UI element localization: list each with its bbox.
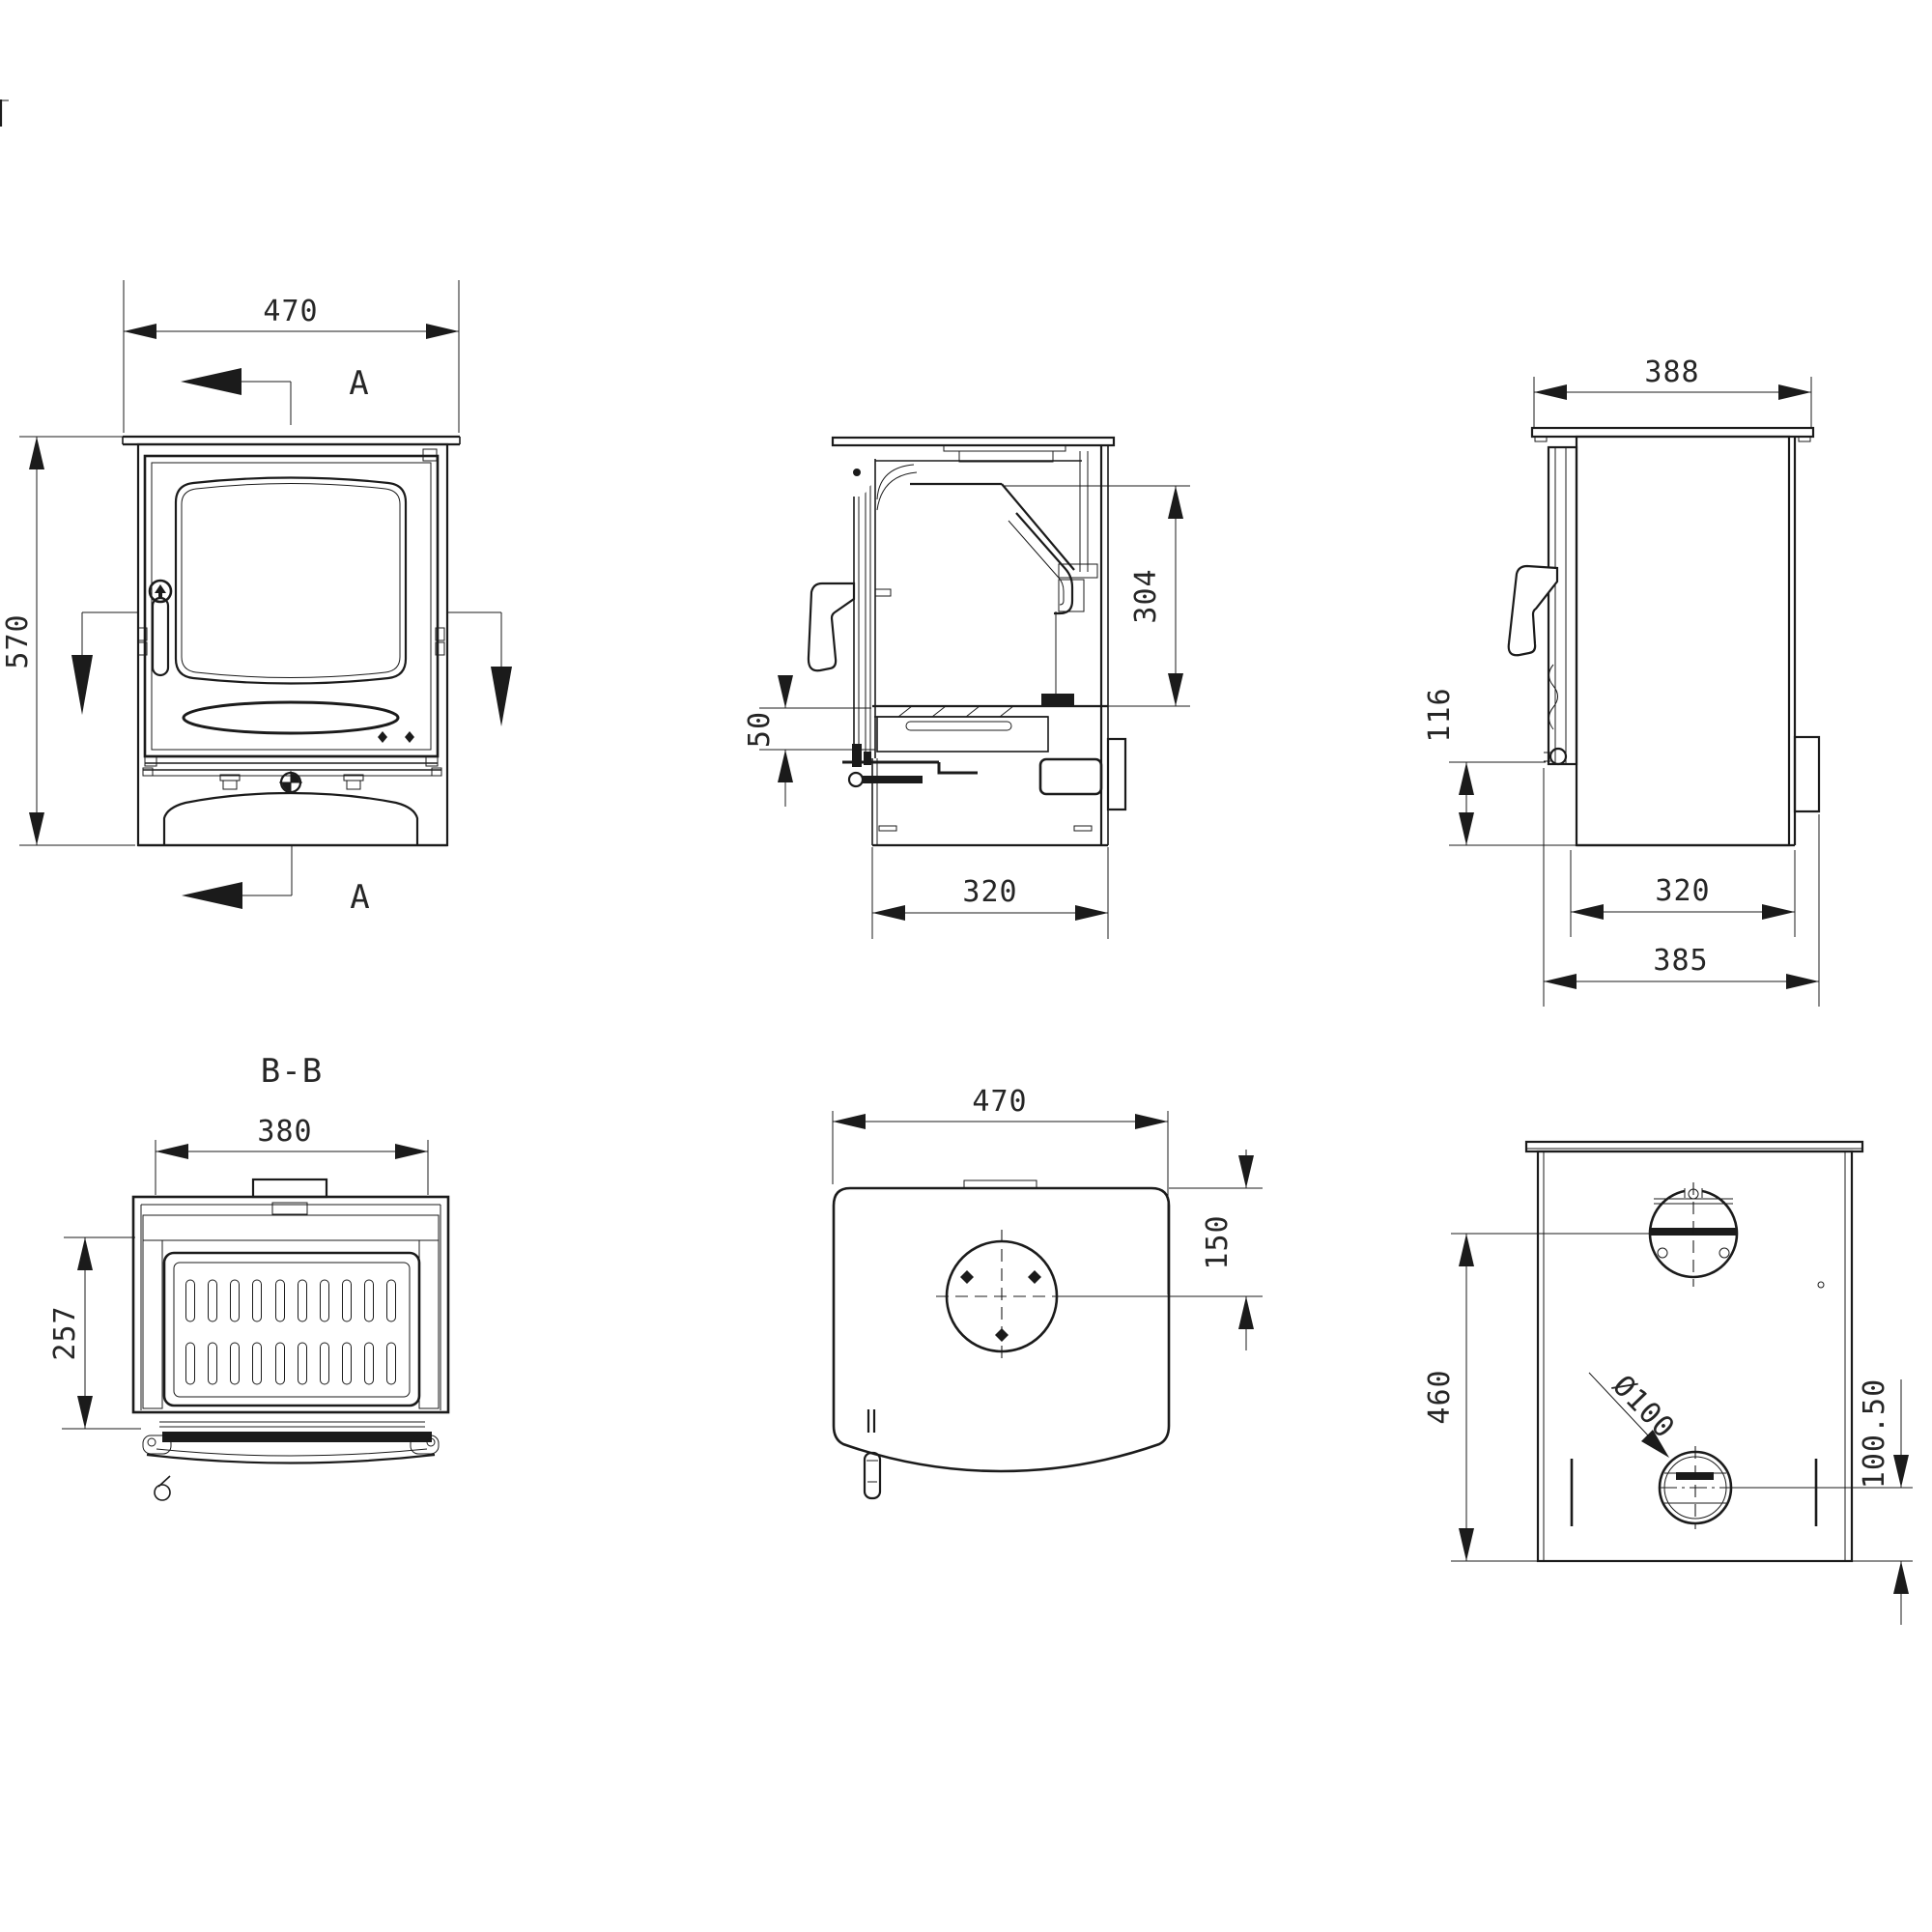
section-b-marker-right xyxy=(447,611,512,726)
dim-rear-inlet-height: 100.50 xyxy=(1731,1378,1913,1625)
front-view: 470 A A 570 xyxy=(1,280,512,917)
side-body xyxy=(1575,435,1791,847)
section-a-label-bottom: A xyxy=(350,878,370,917)
section-a-view: 304 50 320 xyxy=(743,436,1190,939)
section-b-view: B-B 380 xyxy=(48,1052,450,1501)
dim-side-body-depth: 320 xyxy=(1570,850,1796,937)
ash-pan xyxy=(876,716,1049,753)
grate-slots-row1 xyxy=(185,1279,396,1322)
rear-flue-knockout xyxy=(1648,1182,1739,1287)
air-inlet-diameter-label: Ø100 xyxy=(1605,1369,1681,1445)
dim-section-base-width: 320 xyxy=(871,847,1109,939)
sheet-border-artifact xyxy=(0,99,9,127)
top-body-outline xyxy=(832,1186,1171,1473)
firebox-section xyxy=(875,451,1098,706)
bb-front-sill xyxy=(142,1421,440,1464)
front-base xyxy=(138,771,447,847)
dim-front-height: 570 xyxy=(1,436,135,846)
section-b-title: B-B xyxy=(261,1052,323,1091)
side-top-plate xyxy=(1530,426,1815,439)
top-handle xyxy=(863,1409,882,1500)
dim-front-width: 470 xyxy=(123,280,460,433)
bb-grate xyxy=(162,1251,421,1407)
side-body-depth-label: 320 xyxy=(1655,874,1710,908)
plinth-curve xyxy=(162,791,419,845)
top-width-label: 470 xyxy=(972,1085,1027,1119)
firebox-height-label: 304 xyxy=(1129,568,1163,623)
section-a-marker-top: A xyxy=(181,364,369,425)
riddling-lever xyxy=(842,760,978,788)
door-rivets xyxy=(378,731,414,743)
dim-grate-gap: 50 xyxy=(743,675,875,807)
flue-offset-label: 150 xyxy=(1201,1214,1235,1269)
bb-detail-mark xyxy=(154,1475,171,1501)
dim-rear-flue-height: 460 xyxy=(1423,1233,1650,1562)
bb-depth-label: 257 xyxy=(48,1305,82,1360)
front-width-label: 470 xyxy=(263,295,318,328)
dim-bb-width: 380 xyxy=(155,1115,429,1195)
side-top-depth-label: 388 xyxy=(1644,355,1699,389)
bb-width-label: 380 xyxy=(257,1115,312,1149)
bb-side-brick-left xyxy=(142,1239,163,1409)
door-bottom-knob xyxy=(1548,747,1568,766)
flue-blanking-plate xyxy=(958,450,1054,463)
front-body xyxy=(136,442,449,847)
center-bolt-icon xyxy=(279,771,302,794)
side-overall-depth-label: 385 xyxy=(1653,944,1708,978)
bb-body xyxy=(131,1195,450,1414)
dim-side-top-depth: 388 xyxy=(1533,355,1812,428)
rear-air-box xyxy=(1038,757,1103,796)
door-handle-section xyxy=(807,582,856,672)
door-handle-icon xyxy=(148,579,173,677)
top-view: 470 150 xyxy=(832,1085,1263,1500)
rear-top-plate xyxy=(1524,1140,1864,1153)
bb-rear-tab xyxy=(251,1178,328,1199)
door-latch-keeper xyxy=(422,448,438,462)
dim-firebox-height: 304 xyxy=(1005,485,1190,707)
top-plate-section xyxy=(831,436,1116,447)
section-a-label-top: A xyxy=(349,364,369,403)
rear-inlet-height-label: 100.50 xyxy=(1858,1378,1891,1489)
front-height-label: 570 xyxy=(1,613,35,668)
grate-gap-label: 50 xyxy=(743,711,777,748)
dim-flue-offset: 150 xyxy=(1058,1150,1263,1350)
side-rear-spigot xyxy=(1793,735,1821,813)
dim-bb-depth: 257 xyxy=(48,1236,141,1430)
side-door-panel xyxy=(1544,445,1578,766)
rear-small-hole xyxy=(1817,1281,1825,1289)
section-base-width-label: 320 xyxy=(962,875,1017,909)
door-hinges xyxy=(137,627,445,656)
rear-spigot xyxy=(1106,737,1127,811)
side-view: 388 116 xyxy=(1423,355,1821,1007)
rear-view: 460 Ø100 100.50 xyxy=(1423,1140,1913,1625)
grate-slots-row2 xyxy=(185,1342,396,1385)
dim-side-lower-height: 116 xyxy=(1423,687,1577,846)
top-flue-collar xyxy=(936,1230,1059,1364)
bb-rear-brick xyxy=(142,1214,440,1241)
bb-side-brick-right xyxy=(418,1239,440,1409)
dim-top-width: 470 xyxy=(832,1085,1169,1294)
rear-body xyxy=(1536,1150,1854,1563)
air-inlet-callout: Ø100 xyxy=(1588,1369,1681,1458)
front-door xyxy=(143,454,440,758)
side-handle-icon xyxy=(1507,564,1559,657)
dim-side-overall-depth: 385 xyxy=(1543,768,1820,1007)
door-vent-oval xyxy=(182,700,400,735)
door-glass xyxy=(174,476,408,685)
side-lower-height-label: 116 xyxy=(1423,687,1457,742)
door-latch-profile xyxy=(1548,664,1558,730)
deflector xyxy=(1015,512,1074,615)
section-b-marker-left xyxy=(71,611,138,715)
front-top-plate xyxy=(122,435,461,446)
floor-section xyxy=(872,694,1108,753)
section-a-marker-bottom: A xyxy=(182,845,370,917)
door-section xyxy=(848,459,892,845)
rear-flue-height-label: 460 xyxy=(1423,1369,1457,1424)
rear-air-inlet xyxy=(1658,1446,1733,1529)
